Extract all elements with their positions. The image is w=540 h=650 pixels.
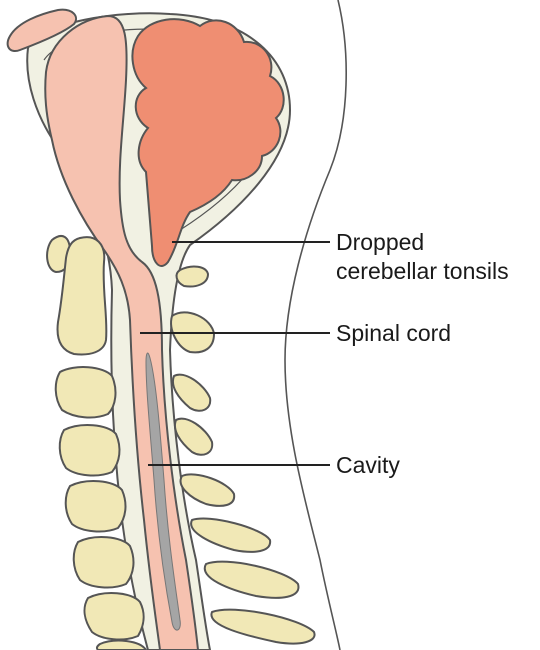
tonsils-label-line2: cerebellar tonsils <box>336 257 509 286</box>
spinous-c7 <box>205 562 299 598</box>
spinous-c4 <box>175 419 212 455</box>
vertebra-c3 <box>56 367 116 417</box>
vertebra-c4 <box>60 425 120 475</box>
cavity-label: Cavity <box>336 451 400 480</box>
tonsils-label-line1: Dropped <box>336 228 509 257</box>
spinous-t1 <box>211 610 314 644</box>
spinous-c6 <box>191 519 270 552</box>
spinous-c5 <box>181 474 235 505</box>
vertebra-c5 <box>66 481 126 531</box>
vertebra-c6 <box>74 537 134 587</box>
vertebra-t1 <box>97 641 146 650</box>
spinal-cord-label: Spinal cord <box>336 319 451 348</box>
vertebra-c7 <box>85 593 144 639</box>
tonsils-label: Dropped cerebellar tonsils <box>336 228 509 286</box>
spinous-c1 <box>177 267 208 287</box>
spinous-c3 <box>173 375 210 411</box>
